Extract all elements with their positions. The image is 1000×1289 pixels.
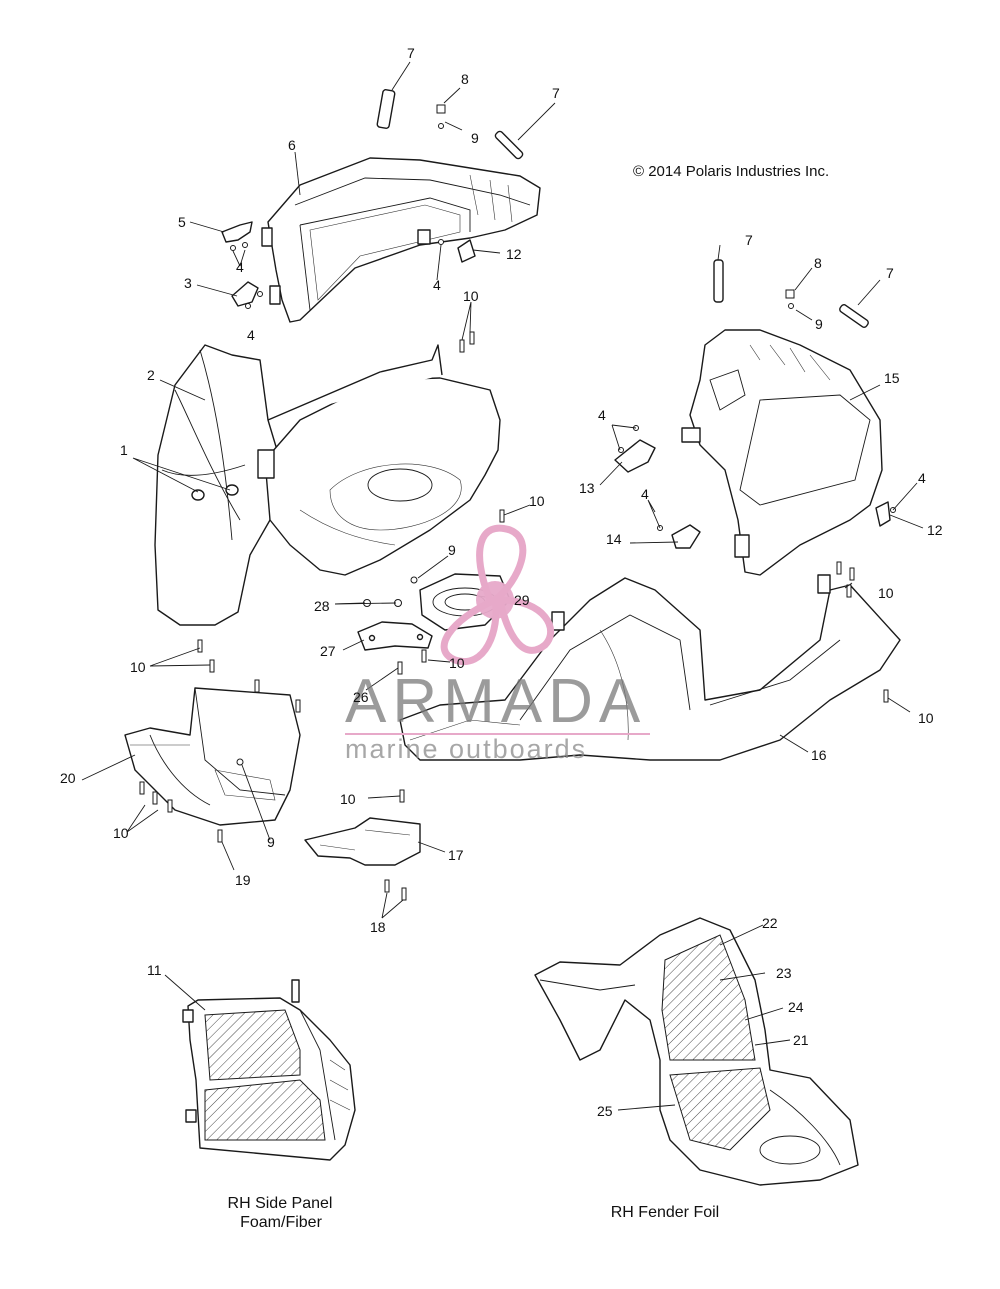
- rh-side-panel-foam: [182, 979, 356, 1161]
- callout-26: 26: [353, 689, 369, 705]
- caption-side-panel-line2: Foam/Fiber: [240, 1214, 322, 1231]
- callout-8: 8: [461, 71, 469, 87]
- callout-14: 14: [606, 531, 622, 547]
- callout-27: 27: [320, 643, 336, 659]
- callout-4: 4: [433, 277, 441, 293]
- callout-10: 10: [340, 791, 356, 807]
- callout-24: 24: [788, 999, 804, 1015]
- callout-10: 10: [463, 288, 479, 304]
- callout-9: 9: [267, 834, 275, 850]
- callout-4: 4: [918, 470, 926, 486]
- leader-lines: [81, 61, 924, 1111]
- callout-7: 7: [407, 45, 415, 61]
- watermark-tagline: marine outboards: [345, 734, 587, 764]
- callout-4: 4: [236, 259, 244, 275]
- callout-4: 4: [598, 407, 606, 423]
- callout-22: 22: [762, 915, 778, 931]
- callout-9: 9: [448, 542, 456, 558]
- callout-21: 21: [793, 1032, 809, 1048]
- part-2-front-fender: [154, 344, 501, 626]
- callout-10: 10: [113, 825, 129, 841]
- callout-labels: 1 2 3 4 4 4 4 4 4 5 6 7 7 7 7 8 8 9 9 9 …: [60, 45, 943, 1119]
- watermark-brand: ARMADA: [345, 667, 646, 736]
- callout-20: 20: [60, 770, 76, 786]
- straps-and-clips: [376, 89, 869, 328]
- part-27-bracket: [357, 621, 433, 651]
- callout-10: 10: [449, 655, 465, 671]
- callout-23: 23: [776, 965, 792, 981]
- callout-5: 5: [178, 214, 186, 230]
- watermark-hub: [476, 581, 514, 619]
- callout-16: 16: [811, 747, 827, 763]
- part-20-lower-guard: [124, 687, 301, 826]
- callout-12: 12: [927, 522, 943, 538]
- callout-17: 17: [448, 847, 464, 863]
- caption-side-panel-line1: RH Side Panel: [228, 1195, 333, 1212]
- callout-7: 7: [886, 265, 894, 281]
- callout-9: 9: [815, 316, 823, 332]
- watermark-propeller-logo: [440, 524, 554, 666]
- brackets-small: [221, 221, 891, 549]
- copyright-text: © 2014 Polaris Industries Inc.: [633, 163, 829, 180]
- callout-10: 10: [529, 493, 545, 509]
- part-15-right-side-panel: [681, 329, 883, 576]
- callout-2: 2: [147, 367, 155, 383]
- callout-12: 12: [506, 246, 522, 262]
- callout-29: 29: [514, 592, 530, 608]
- callout-10: 10: [130, 659, 146, 675]
- callout-10: 10: [918, 710, 934, 726]
- callout-28: 28: [314, 598, 330, 614]
- callout-4: 4: [247, 327, 255, 343]
- callout-15: 15: [884, 370, 900, 386]
- callout-4: 4: [641, 486, 649, 502]
- callout-11: 11: [147, 962, 162, 978]
- part-17-heat-shield: [304, 817, 421, 866]
- callout-6: 6: [288, 137, 296, 153]
- callout-13: 13: [579, 480, 595, 496]
- callout-25: 25: [597, 1103, 613, 1119]
- rh-fender-foil: [534, 917, 859, 1186]
- callout-8: 8: [814, 255, 822, 271]
- callout-7: 7: [745, 232, 753, 248]
- callout-9: 9: [471, 130, 479, 146]
- part-6-front-panel: [261, 157, 541, 323]
- callout-18: 18: [370, 919, 386, 935]
- watermark: ARMADA marine outboards: [345, 524, 650, 764]
- callout-1: 1: [120, 442, 128, 458]
- callout-7: 7: [552, 85, 560, 101]
- callout-3: 3: [184, 275, 192, 291]
- caption-fender-foil: RH Fender Foil: [611, 1204, 719, 1221]
- callout-19: 19: [235, 872, 251, 888]
- callout-10: 10: [878, 585, 894, 601]
